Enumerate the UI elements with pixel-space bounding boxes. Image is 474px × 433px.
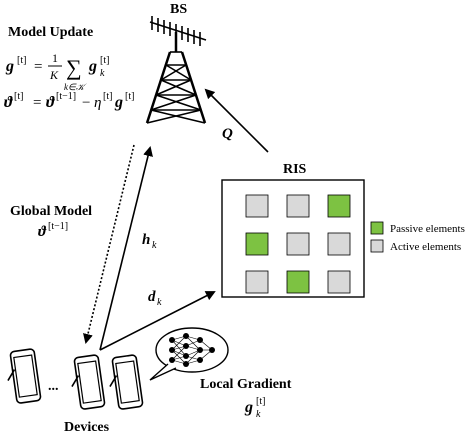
ris-element-active	[327, 232, 351, 256]
eq2-lhs: ϑ	[4, 94, 14, 111]
global-model-sup: [t−1]	[48, 221, 68, 232]
local-gradient-sup: [t]	[256, 396, 265, 407]
ris-element-active	[245, 194, 269, 218]
eq1-term: g	[88, 58, 97, 75]
base-station-tower-icon	[145, 16, 207, 124]
eq2-eta: η	[94, 95, 101, 111]
ris-element-active	[327, 270, 351, 294]
dk-label: d	[148, 289, 156, 305]
devices-ellipsis: ...	[48, 379, 59, 394]
eq2-minus: −	[82, 95, 90, 111]
eq2-rhs1: ϑ	[46, 94, 56, 111]
eq1-term-sub: k	[100, 68, 105, 79]
eq1-sup: [t]	[17, 55, 26, 66]
hk-uplink-arrow	[99, 146, 153, 351]
ris-element-grid	[245, 194, 351, 294]
equation-update: ϑ [t] = ϑ [t−1] − η [t] g [t]	[4, 91, 134, 111]
ris-label: RIS	[283, 162, 307, 177]
ris-element-passive	[286, 270, 310, 294]
global-model-symbol: ϑ	[38, 224, 47, 240]
svg-text:=: =	[34, 59, 42, 75]
global-model-label: Global Model	[10, 204, 92, 219]
legend-active-label: Active elements	[390, 241, 461, 253]
svg-text:=: =	[33, 95, 41, 111]
global-model-downlink-arrow	[83, 144, 135, 344]
eq2-g-sup: [t]	[125, 91, 134, 102]
svg-text:∑: ∑	[66, 55, 82, 80]
ris-element-passive	[327, 194, 351, 218]
ris-element-active	[286, 194, 310, 218]
bs-label: BS	[170, 2, 187, 17]
device-phone-icon	[71, 354, 106, 410]
q-label: Q	[222, 126, 233, 142]
eq1-frac-den: K	[49, 68, 59, 82]
eq2-rhs1-sup: [t−1]	[56, 91, 76, 102]
eq1-lhs: g	[5, 58, 14, 75]
ris-to-bs-arrow	[204, 88, 269, 153]
local-gradient-sub: k	[256, 409, 261, 420]
legend-active-swatch	[370, 239, 384, 253]
equation-aggregation: g [t] = 1 K ∑ k∈𝒦 g [t] k	[5, 51, 109, 92]
ris-element-active	[286, 232, 310, 256]
device-phone-icon	[7, 348, 42, 404]
eq1-term-sup: [t]	[100, 55, 109, 66]
model-update-title: Model Update	[8, 25, 93, 40]
eq2-eta-sup: [t]	[103, 91, 112, 102]
legend: Passive elements Active elements	[370, 221, 465, 253]
eq1-sum-sub: k∈𝒦	[64, 82, 87, 92]
neural-network-bubble-icon	[149, 327, 229, 381]
local-gradient-label: Local Gradient	[200, 377, 292, 392]
hk-sub: k	[152, 240, 157, 251]
eq2-lhs-sup: [t]	[14, 91, 23, 102]
devices-label: Devices	[64, 420, 110, 433]
device-phone-icon	[109, 354, 144, 410]
ris-element-active	[245, 270, 269, 294]
local-gradient-symbol: g	[244, 399, 253, 416]
legend-passive-label: Passive elements	[390, 223, 465, 235]
ris-element-passive	[245, 232, 269, 256]
dk-sub: k	[157, 297, 162, 308]
dk-to-ris-arrow	[99, 291, 216, 351]
eq1-frac-num: 1	[52, 51, 58, 65]
eq2-g: g	[114, 94, 123, 111]
hk-label: h	[142, 232, 150, 248]
legend-passive-swatch	[370, 221, 384, 235]
